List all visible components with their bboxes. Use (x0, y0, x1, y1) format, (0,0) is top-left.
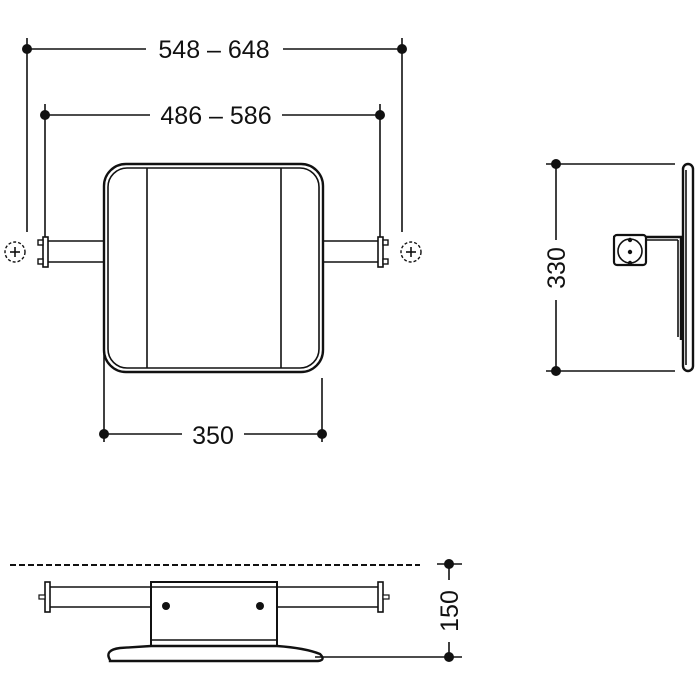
dimension-label-height: 150 (436, 590, 464, 632)
dimension-endpoint-dot (317, 429, 327, 439)
screw-hole (256, 602, 264, 610)
dimension-endpoint-dot (444, 559, 454, 569)
dimension-height: 150 (315, 559, 464, 662)
side-view: 330 (543, 159, 695, 376)
wall-flange-top-left (38, 581, 51, 613)
dimension-label-outer-width: 548 – 648 (158, 36, 269, 64)
hinge-bracket-side (612, 233, 683, 340)
dimension-endpoint-dot (551, 159, 561, 169)
hinge-housing-top (150, 581, 278, 647)
dimension-endpoint-dot (22, 44, 32, 54)
dimension-outer-width: 548 – 648 (22, 36, 407, 232)
dimension-endpoint-dot (551, 366, 561, 376)
support-rod-top-right (277, 586, 378, 608)
dimension-endpoint-dot (397, 44, 407, 54)
wall-flange-right (377, 236, 389, 268)
seat-panel-side (681, 162, 695, 373)
fixing-point-icon-left (4, 241, 26, 263)
dimension-label-seat-width: 350 (192, 422, 234, 450)
dimension-inner-width: 486 – 586 (40, 102, 385, 238)
top-view: 150 (10, 559, 464, 663)
dimension-seat-depth: 330 (543, 159, 675, 376)
dimension-label-inner-width: 486 – 586 (160, 102, 271, 130)
dimension-endpoint-dot (40, 110, 50, 120)
dimension-endpoint-dot (375, 110, 385, 120)
dimension-label-seat-depth: 330 (543, 247, 571, 289)
dimension-seat-width: 350 (99, 338, 327, 450)
support-rod-left (48, 240, 104, 263)
support-rod-right (322, 240, 378, 263)
dimension-endpoint-dot (444, 652, 454, 662)
seat-panel-front (102, 162, 325, 374)
front-view: 548 – 648 486 – 586 (4, 36, 422, 450)
support-rod-top-left (50, 586, 151, 608)
seat-panel-top (107, 644, 324, 663)
wall-flange-top-right (377, 581, 390, 613)
wall-flange-left (37, 236, 49, 268)
dimension-endpoint-dot (99, 429, 109, 439)
fixing-point-icon-right (400, 241, 422, 263)
screw-hole (162, 602, 170, 610)
